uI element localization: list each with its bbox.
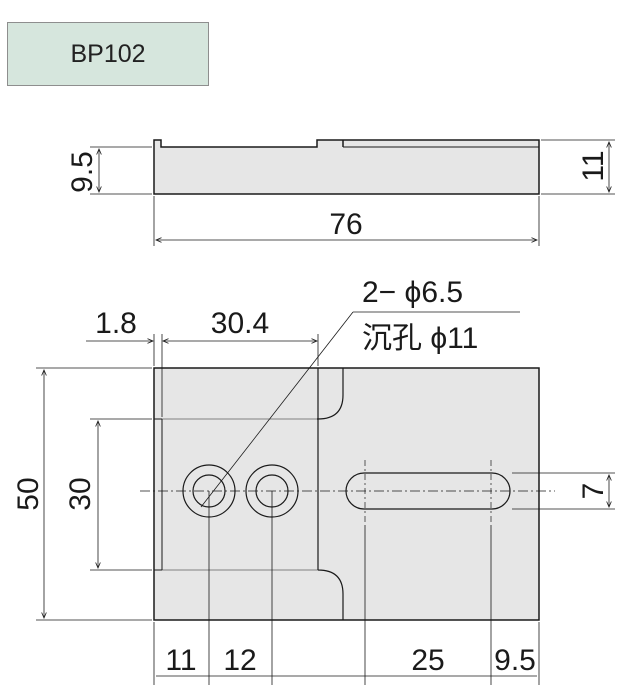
dim-side-length: 76 [329, 208, 362, 241]
callout-diameter: 2− ϕ6.5 [362, 276, 463, 309]
dim-side-height-right: 11 [577, 150, 610, 181]
dim-left-offset: 1.8 [95, 307, 137, 340]
dim-hole-pitch: 12 [223, 644, 256, 677]
dim-height: 50 [12, 477, 45, 510]
callout-leader [200, 311, 354, 508]
dim-pocket-height: 30 [64, 477, 97, 510]
dim-side-height-left: 9.5 [66, 151, 99, 193]
dim-hole1-x: 11 [165, 644, 196, 677]
callout-counterbore: 沉孔 ϕ11 [362, 322, 478, 355]
top-view: 2− ϕ6.5 沉孔 ϕ11 1.8 30.4 50 30 7 11 12 [12, 276, 615, 685]
side-view: 9.5 11 76 [66, 139, 615, 246]
dim-slot-length: 25 [411, 644, 444, 677]
dim-pocket-width: 30.4 [211, 307, 269, 340]
dim-slot-end: 9.5 [494, 644, 536, 677]
side-view-body [153, 139, 540, 195]
dim-slot-width: 7 [577, 483, 610, 500]
part-number-label: BP102 [7, 22, 209, 86]
